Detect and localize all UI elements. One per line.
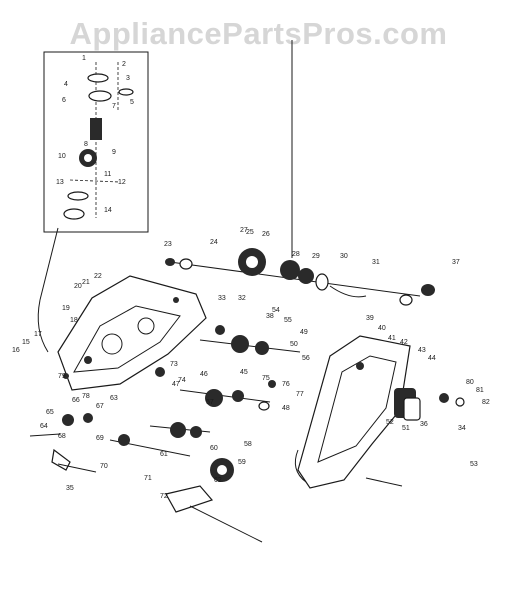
callout-number: 46 [200, 371, 208, 378]
callout-number: 58 [244, 441, 252, 448]
callout-number: 2 [122, 61, 126, 68]
callout-number: 32 [238, 295, 246, 302]
callout-number: 22 [94, 273, 102, 280]
callout-number: 76 [282, 381, 290, 388]
inset-detail [37, 51, 149, 353]
callout-number: 81 [476, 387, 484, 394]
callout-number: 3 [126, 75, 130, 82]
callout-number: 56 [302, 355, 310, 362]
central-gear-cluster [109, 325, 301, 482]
right-housing [294, 335, 421, 489]
callout-number: 30 [340, 253, 348, 260]
callout-number: 11 [104, 171, 111, 178]
callout-number: 8 [84, 141, 88, 148]
callout-number: 42 [400, 339, 408, 346]
lower-linkage [29, 393, 465, 543]
callout-number: 7 [112, 103, 116, 110]
callout-number: 29 [312, 253, 320, 260]
callout-number: 68 [58, 433, 66, 440]
callout-number: 69 [96, 435, 104, 442]
callout-number: 37 [452, 259, 460, 266]
callout-number: 24 [210, 239, 218, 246]
callout-number: 77 [296, 391, 304, 398]
callout-number: 26 [262, 231, 270, 238]
callout-number: 17 [34, 331, 42, 338]
callout-number: 43 [418, 347, 426, 354]
callout-number: 65 [46, 409, 54, 416]
callout-number: 13 [56, 179, 64, 186]
callout-number: 71 [144, 475, 152, 482]
callout-number: 4 [64, 81, 68, 88]
callout-number: 79 [58, 373, 66, 380]
callout-number: 19 [62, 305, 70, 312]
callout-number: 21 [82, 279, 90, 286]
callout-number: 5 [130, 99, 134, 106]
callout-number: 61 [160, 451, 168, 458]
callout-number: 49 [300, 329, 308, 336]
callout-number: 74 [178, 377, 186, 384]
callout-number: 78 [82, 393, 90, 400]
callout-number: 40 [378, 325, 386, 332]
callout-number: 23 [164, 241, 172, 248]
callout-number: 41 [388, 335, 396, 342]
callout-number: 9 [112, 149, 116, 156]
callout-number: 18 [70, 317, 78, 324]
callout-number: 70 [100, 463, 108, 470]
upper-shaft-assembly [165, 248, 435, 306]
callout-number: 73 [170, 361, 178, 368]
callout-number: 59 [238, 459, 246, 466]
callout-number: 35 [66, 485, 74, 492]
callout-number: 54 [272, 307, 280, 314]
callout-number: 67 [96, 403, 104, 410]
watermark-text: AppliancePartsPros.com [69, 16, 448, 51]
callout-number: 31 [372, 259, 380, 266]
callout-number: 33 [218, 295, 226, 302]
callout-number: 12 [118, 179, 126, 186]
callout-number: 51 [402, 425, 410, 432]
callout-number: 57 [206, 399, 214, 406]
callout-number: 48 [282, 405, 290, 412]
callout-number: 39 [366, 315, 374, 322]
callout-number: 80 [466, 379, 474, 386]
callout-number: 64 [40, 423, 48, 430]
callout-number: 27 [240, 227, 248, 234]
callout-number: 14 [104, 207, 112, 214]
callout-number: 82 [482, 399, 490, 406]
callout-number: 10 [58, 153, 66, 160]
callout-number: 6 [62, 97, 66, 104]
callout-number: 66 [72, 397, 80, 404]
callout-number: 1 [82, 55, 86, 62]
callout-number: 36 [420, 421, 428, 428]
callout-number: 25 [246, 229, 254, 236]
left-housing-cover [57, 275, 207, 391]
callout-number: 50 [290, 341, 298, 348]
callout-number: 45 [240, 369, 248, 376]
callout-number: 62 [214, 477, 222, 484]
callout-number: 75 [262, 375, 270, 382]
callout-number: 38 [266, 313, 274, 320]
callout-number: 63 [110, 395, 118, 402]
callout-number: 16 [12, 347, 20, 354]
callout-number: 52 [386, 419, 394, 426]
callout-number: 53 [470, 461, 478, 468]
callout-number: 60 [210, 445, 218, 452]
callout-number: 47 [172, 381, 180, 388]
callout-number: 55 [284, 317, 292, 324]
callout-number: 72 [160, 493, 168, 500]
callout-number: 34 [458, 425, 466, 432]
callout-number: 28 [292, 251, 300, 258]
callout-number: 15 [22, 339, 30, 346]
callout-number: 20 [74, 283, 82, 290]
callout-number: 44 [428, 355, 436, 362]
